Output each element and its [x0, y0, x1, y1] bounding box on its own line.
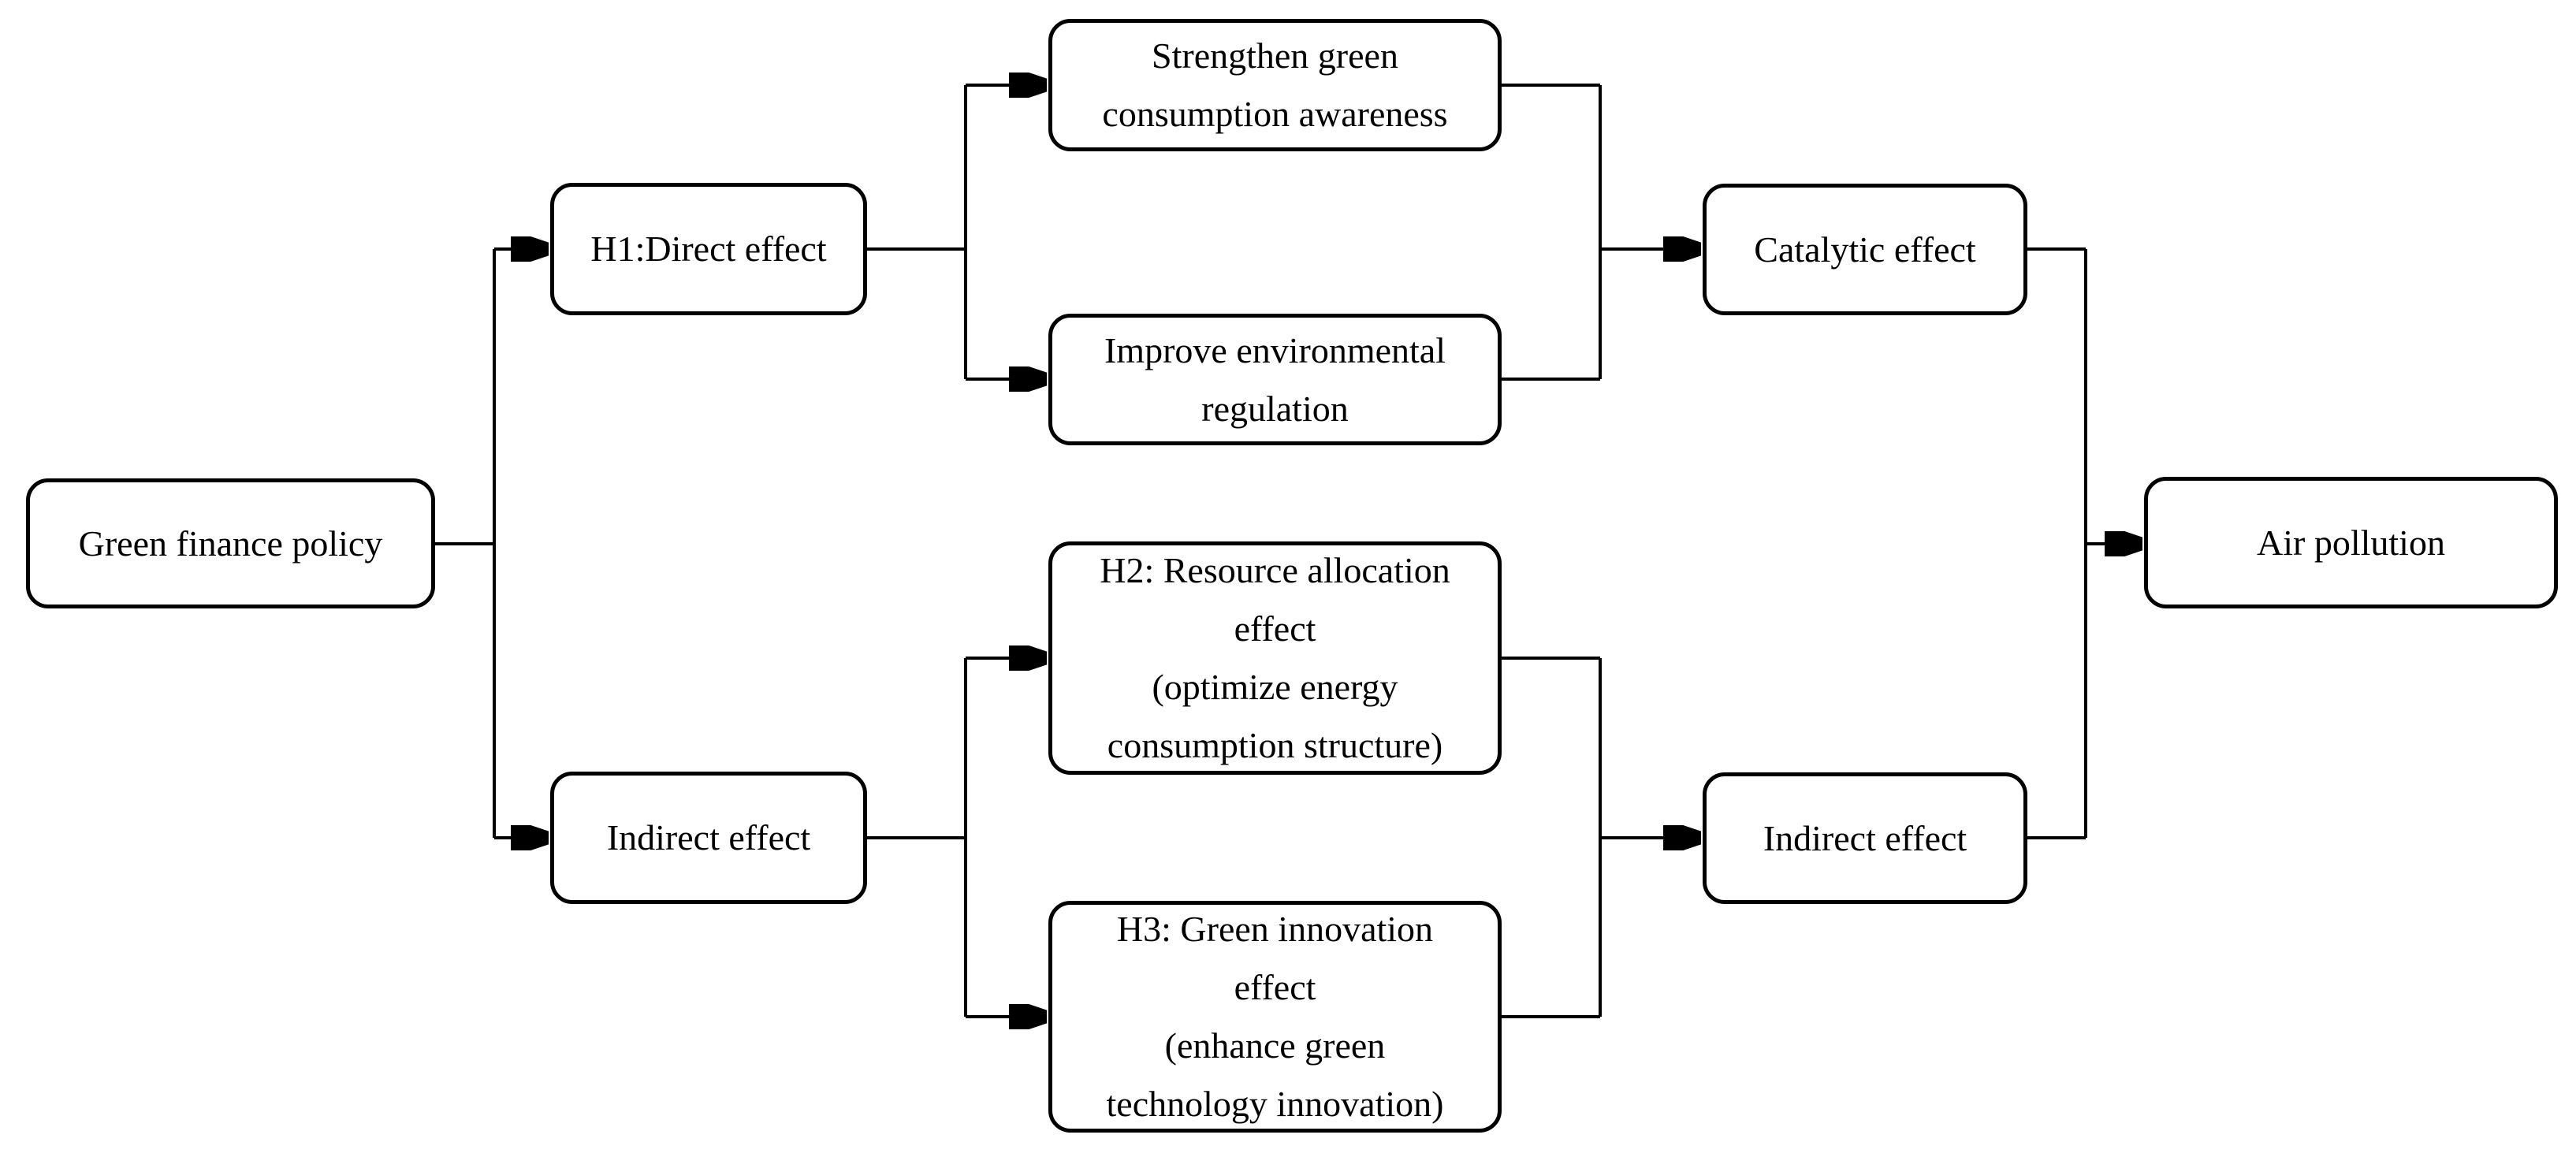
- node-improve-environmental-regulation: Improve environmental regulation: [1048, 314, 1502, 445]
- node-h1-direct-effect: H1:Direct effect: [550, 183, 867, 315]
- node-air-pollution: Air pollution: [2144, 477, 2558, 608]
- node-strengthen-green-consumption-awareness: Strengthen green consumption awareness: [1048, 19, 1502, 151]
- node-indirect-effect-right: Indirect effect: [1703, 772, 2027, 904]
- node-indirect-effect-left: Indirect effect: [550, 772, 867, 904]
- node-h2-resource-allocation-effect: H2: Resource allocation effect (optimize…: [1048, 541, 1502, 775]
- node-h3-green-innovation-effect: H3: Green innovation effect (enhance gre…: [1048, 901, 1502, 1133]
- node-green-finance-policy: Green finance policy: [26, 478, 435, 608]
- node-catalytic-effect: Catalytic effect: [1703, 184, 2027, 315]
